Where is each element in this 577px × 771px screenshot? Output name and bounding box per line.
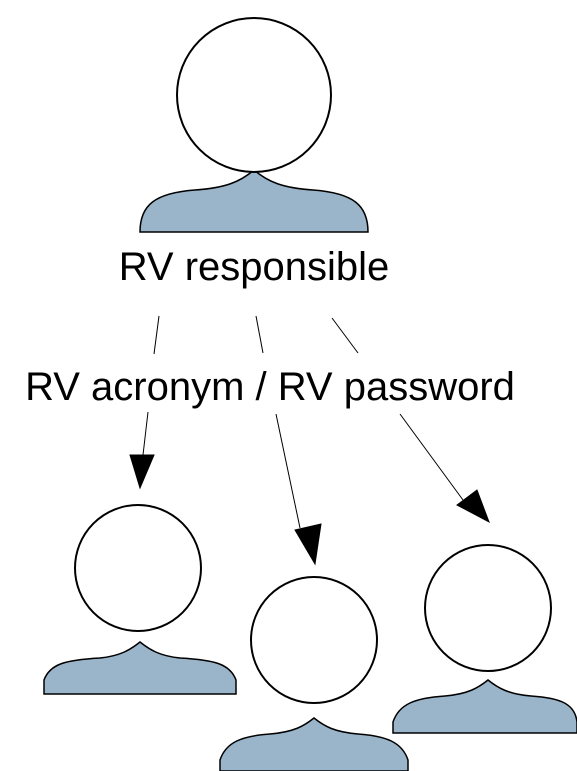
edge-to-member-1 xyxy=(129,315,160,490)
edge-3-upper-segment xyxy=(331,317,359,354)
edge-1-arrowhead xyxy=(129,454,155,490)
member-1-person-head xyxy=(74,504,202,632)
responsible-person-body xyxy=(139,169,369,233)
member-2-person-icon xyxy=(219,576,409,771)
member-3-person-head xyxy=(424,544,552,672)
member-1-person-body xyxy=(43,641,237,695)
edge-2-upper-segment xyxy=(255,315,264,354)
edge-to-member-2 xyxy=(255,315,322,566)
responsible-label: RV responsible xyxy=(119,245,390,289)
member-3-person-icon xyxy=(392,544,577,734)
edge-2-lower-segment xyxy=(275,413,301,529)
responsible-person-icon xyxy=(139,17,369,233)
edge-1-upper-segment xyxy=(153,315,160,355)
edge-to-member-3 xyxy=(331,317,490,524)
edge-3-arrowhead xyxy=(456,489,490,524)
member-2-person-head xyxy=(250,576,378,704)
edge-1-lower-segment xyxy=(142,411,149,456)
member-3-person-body xyxy=(392,679,577,734)
edge-3-lower-segment xyxy=(399,413,464,501)
responsible-person-head xyxy=(176,17,332,173)
edge-label: RV acronym / RV password xyxy=(25,365,515,409)
member-1-person-icon xyxy=(43,504,237,695)
edge-2-arrowhead xyxy=(294,523,322,566)
member-2-person-body xyxy=(219,717,409,771)
